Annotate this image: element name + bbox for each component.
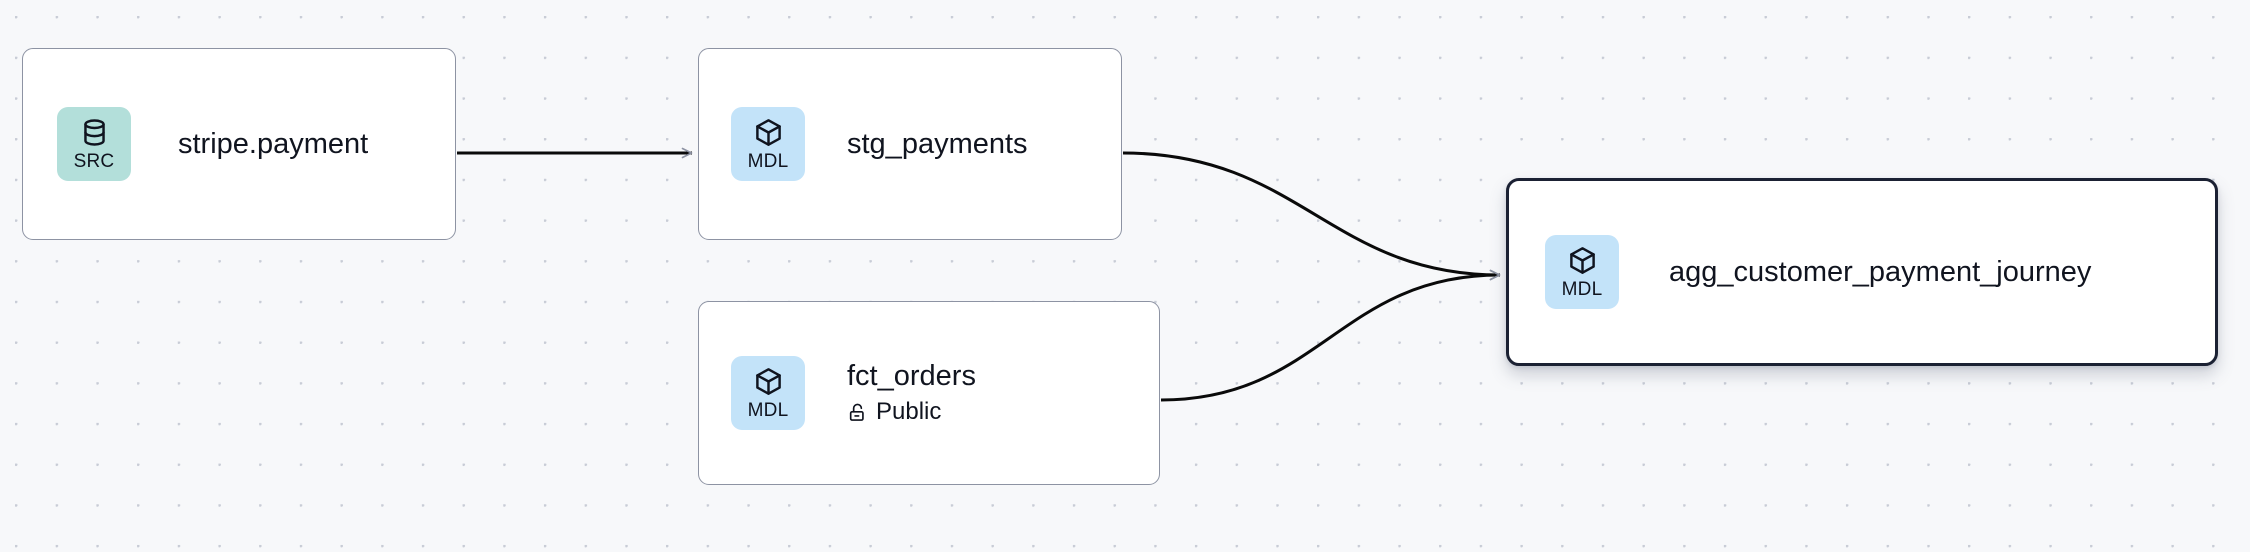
edge-fct-orders-to-agg-journey [1160, 269, 1501, 402]
lineage-node-agg-customer-payment-journey[interactable]: MDL agg_customer_payment_journey [1506, 178, 2218, 366]
badge-label: MDL [747, 400, 789, 421]
database-icon [79, 117, 110, 148]
node-title: stg_payments [847, 127, 1028, 160]
cube-icon [1567, 245, 1598, 276]
node-body: stripe.payment [178, 127, 368, 161]
edge-stg-payments-to-agg-journey [1122, 151, 1501, 281]
node-body: agg_customer_payment_journey [1669, 255, 2091, 289]
lineage-node-stg-payments[interactable]: MDL stg_payments [698, 48, 1122, 240]
node-body: fct_orders Public [847, 359, 976, 426]
badge-label: MDL [747, 151, 789, 172]
badge-label: MDL [1561, 279, 1603, 300]
unlock-icon [847, 402, 868, 423]
node-body: stg_payments [847, 127, 1028, 161]
badge-label: SRC [73, 151, 115, 172]
model-type-badge: MDL [731, 107, 805, 181]
lineage-node-fct-orders[interactable]: MDL fct_orders Public [698, 301, 1160, 485]
cube-icon [753, 366, 784, 397]
source-type-badge: SRC [57, 107, 131, 181]
node-visibility: Public [847, 398, 976, 427]
node-title: stripe.payment [178, 127, 369, 160]
model-type-badge: MDL [1545, 235, 1619, 309]
visibility-label: Public [876, 397, 942, 425]
node-title: agg_customer_payment_journey [1669, 255, 2092, 288]
node-title: fct_orders [847, 360, 976, 393]
cube-icon [753, 117, 784, 148]
model-type-badge: MDL [731, 356, 805, 430]
lineage-node-stripe-payment[interactable]: SRC stripe.payment [22, 48, 456, 240]
